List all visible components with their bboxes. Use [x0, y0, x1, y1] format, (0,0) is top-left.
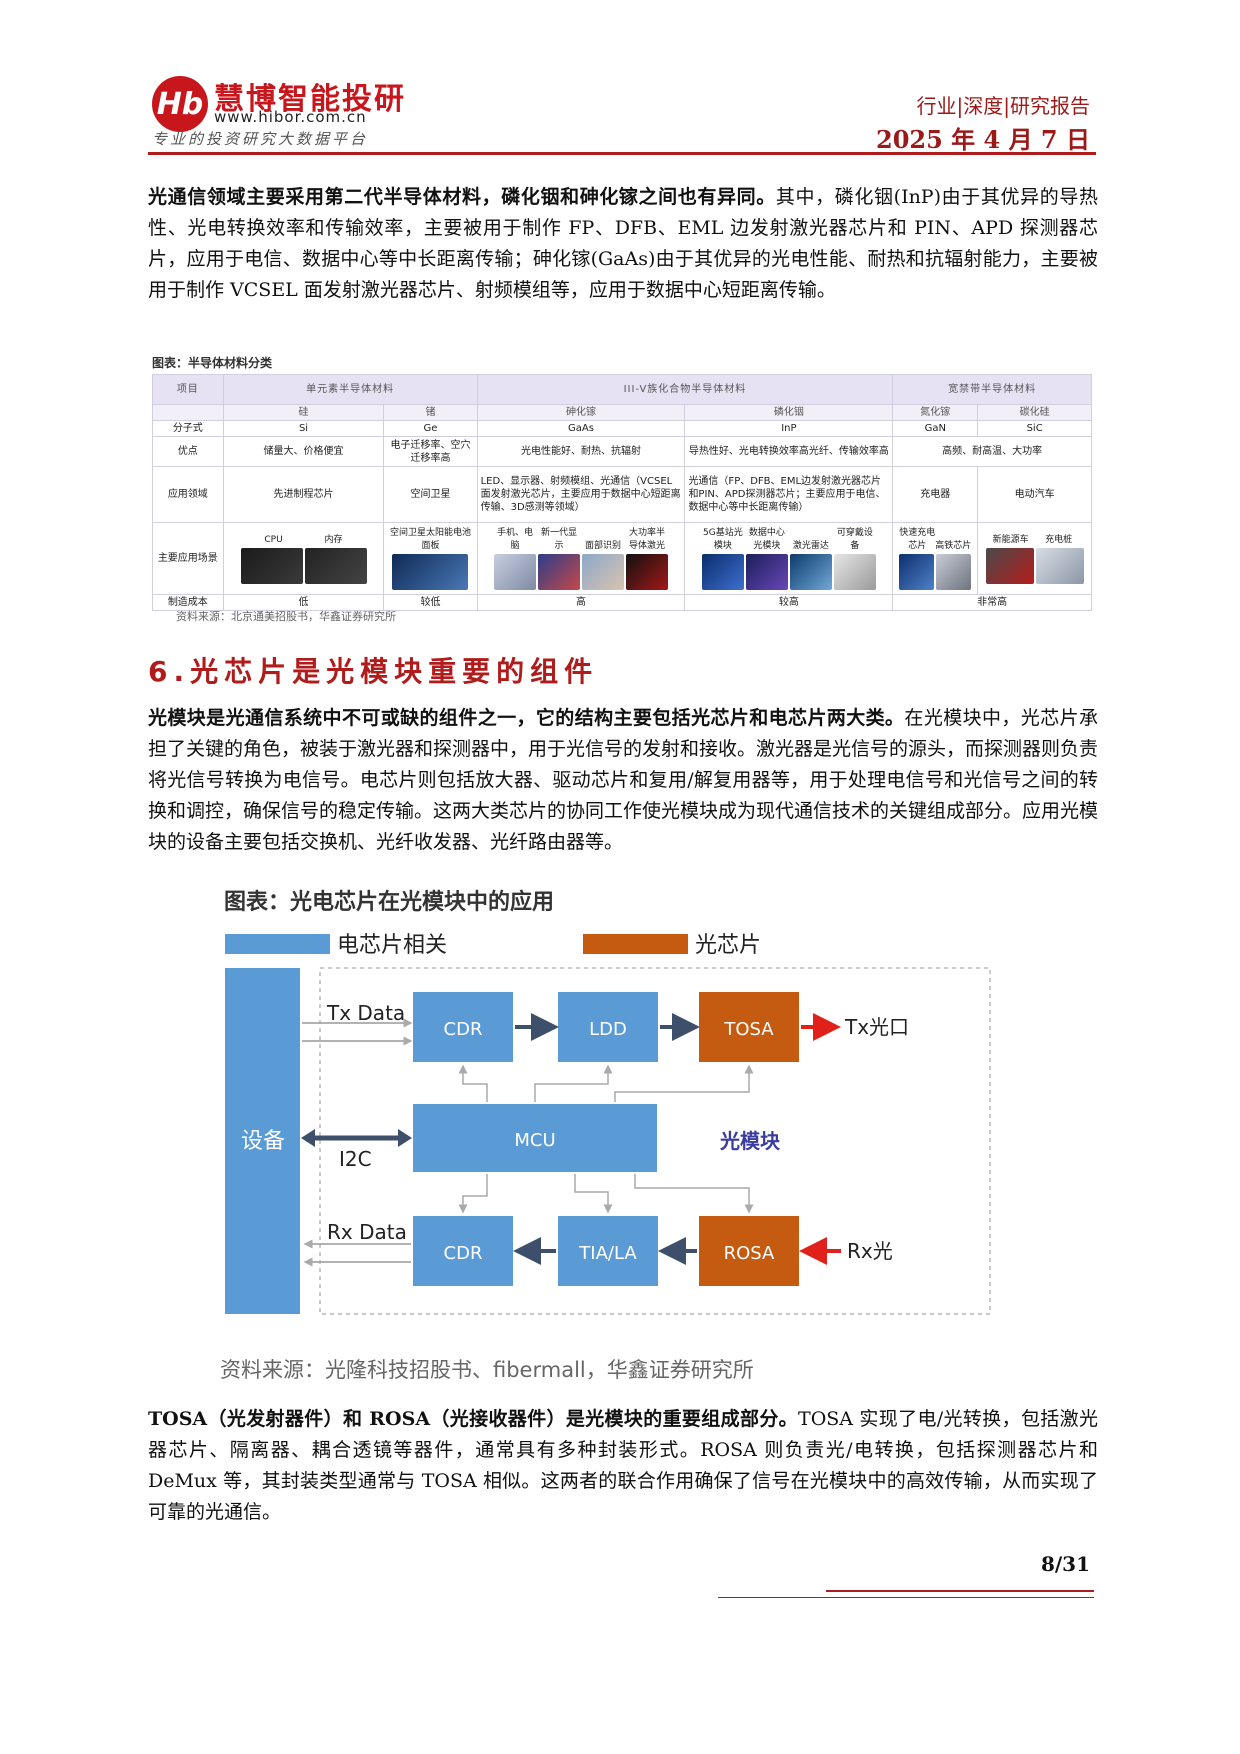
legend-opt-label: 光芯片	[695, 933, 761, 958]
i2c-label: I2C	[339, 1147, 372, 1171]
mcu-link	[634, 1174, 754, 1214]
rosa-block	[699, 1216, 799, 1286]
ldd-block	[558, 992, 658, 1062]
materials-table: 项目 单元素半导体材料 III-V族化合物半导体材料 宽禁带半导体材料 硅 锗 …	[152, 374, 1092, 611]
fast-charge-image	[899, 553, 935, 590]
paragraph-lead: TOSA（光发射器件）和 ROSA（光接收器件）是光模块的重要组成部分。	[148, 1408, 799, 1430]
section-heading: 6.光芯片是光模块重要的组件	[148, 655, 599, 688]
footer-divider	[826, 1590, 1094, 1592]
figure-caption: 图表：半导体材料分类	[152, 356, 273, 370]
tosa-label: TOSA	[723, 1019, 774, 1040]
brand-logo-icon: Hb	[152, 76, 208, 132]
memory-image	[304, 547, 367, 584]
header-divider	[148, 152, 1096, 155]
table-sub-ge: 锗	[383, 404, 478, 421]
satellite-image	[392, 553, 469, 590]
i2c-arrowhead-left	[301, 1129, 315, 1147]
table-sub-inp: 磷化铟	[684, 404, 894, 421]
cdr-top-label: CDR	[444, 1019, 483, 1040]
5g-base-station-image	[701, 553, 744, 590]
table-sub-sic: 碳化硅	[977, 404, 1092, 421]
mcu-link	[458, 1064, 488, 1102]
cpu-image	[240, 547, 303, 584]
data-center-image	[745, 553, 788, 590]
table-header-item: 项目	[152, 374, 224, 405]
table-header-wide: 宽禁带半导体材料	[892, 374, 1092, 405]
report-date: 2025 年 4 月 7 日	[876, 125, 1090, 154]
mcu-label: MCU	[514, 1130, 555, 1151]
mcu-link	[574, 1174, 613, 1214]
legend-elec-label: 电芯片相关	[337, 933, 447, 958]
table-sub-si: 硅	[222, 404, 385, 421]
logo-mark: Hb	[156, 86, 204, 122]
tx-data-label: Tx Data	[326, 1001, 405, 1025]
cdr-bottom-label: CDR	[444, 1243, 483, 1264]
brand-name: 慧博智能投研	[214, 82, 406, 117]
laptop-image	[494, 553, 536, 590]
table-row: 制造成本 低 较低 高 较高 非常高	[152, 594, 1092, 611]
brand-slogan: 专业的投资研究大数据平台	[152, 130, 369, 148]
paragraph-materials: 光通信领域主要采用第二代半导体材料，磷化铟和砷化镓之间也有异同。其中，磷化铟(I…	[148, 182, 1098, 306]
high-speed-rail-image	[936, 553, 972, 590]
mcu-link	[614, 1064, 754, 1102]
optical-module-diagram: 电芯片相关 光芯片 设备 光模块 CDR LDD TOSA MCU CDR TI…	[225, 933, 991, 1315]
module-label: 光模块	[719, 1129, 781, 1153]
wearable-image	[833, 553, 876, 590]
figure-source: 资料来源：光隆科技招股书、fibermall，华鑫证券研究所	[220, 1358, 754, 1382]
figure-caption: 图表：光电芯片在光模块中的应用	[224, 890, 555, 915]
table-row: 分子式 Si Ge GaAs InP GaN SiC	[152, 420, 1092, 437]
paragraph-module: 光模块是光通信系统中不可或缺的组件之一，它的结构主要包括光芯片和电芯片两大类。在…	[148, 703, 1098, 858]
display-image	[538, 553, 580, 590]
rx-data-label: Rx Data	[327, 1220, 407, 1244]
device-block	[225, 968, 300, 1314]
mcu-link	[534, 1064, 613, 1102]
cdr-bottom-block	[413, 1216, 513, 1286]
paragraph-lead: 光模块是光通信系统中不可或缺的组件之一，它的结构主要包括光芯片和电芯片两大类。	[148, 707, 905, 729]
figure-source: 资料来源：北京通美招股书，华鑫证券研究所	[176, 610, 396, 623]
report-type: 行业|深度|研究报告	[916, 94, 1090, 118]
table-sub-gaas: 砷化镓	[476, 404, 686, 421]
device-label: 设备	[241, 1129, 285, 1154]
cdr-top-block	[413, 992, 513, 1062]
legend-opt-swatch	[583, 934, 688, 954]
tx-out-label: Tx光口	[844, 1015, 909, 1039]
lidar-image	[789, 553, 832, 590]
face-recognition-image	[582, 553, 624, 590]
table-row: 应用领域 先进制程芯片 空间卫星 LED、显示器、射频模组、光通信（VCSEL面…	[152, 466, 1092, 523]
paragraph-lead: 光通信领域主要采用第二代半导体材料，磷化铟和砷化镓之间也有异同。	[148, 186, 776, 208]
brand-url[interactable]: www.hibor.com.cn	[214, 108, 367, 126]
paragraph-body: 其中，磷化铟(InP)由于其优异的导热性、光电转换效率和传输效率，主要被用于制作…	[148, 186, 1098, 301]
footer-divider	[718, 1597, 1094, 1598]
i2c-arrowhead-right	[398, 1129, 412, 1147]
module-boundary	[319, 967, 991, 1315]
laser-image	[626, 553, 668, 590]
tia-la-label: TIA/LA	[578, 1243, 637, 1264]
tia-la-block	[558, 1216, 658, 1286]
table-sub-gan: 氮化镓	[892, 404, 979, 421]
table-header-single: 单元素半导体材料	[222, 374, 478, 405]
paragraph-body: TOSA 实现了电/光转换，包括激光器芯片、隔离器、耦合透镜等器件，通常具有多种…	[148, 1408, 1098, 1523]
tosa-block	[699, 992, 799, 1062]
mcu-link	[458, 1174, 488, 1214]
ldd-label: LDD	[589, 1019, 627, 1040]
table-row: 优点 储量大、价格便宜 电子迁移率、空穴迁移率高 光电性能好、耐热、抗辐射 导热…	[152, 436, 1092, 467]
table-header-iii-v: III-V族化合物半导体材料	[476, 374, 894, 405]
paragraph-body: 在光模块中，光芯片承担了关键的角色，被装于激光器和探测器中，用于光信号的发射和接…	[148, 707, 1099, 853]
new-energy-car-image	[985, 547, 1034, 584]
rx-in-label: Rx光	[847, 1239, 893, 1263]
charging-pile-image	[1035, 547, 1084, 584]
legend-elec-swatch	[225, 934, 330, 954]
rosa-label: ROSA	[724, 1243, 775, 1264]
page-number: 8/31	[1040, 1552, 1090, 1576]
paragraph-tosa-rosa: TOSA（光发射器件）和 ROSA（光接收器件）是光模块的重要组成部分。TOSA…	[148, 1404, 1098, 1528]
mcu-block	[413, 1104, 657, 1172]
